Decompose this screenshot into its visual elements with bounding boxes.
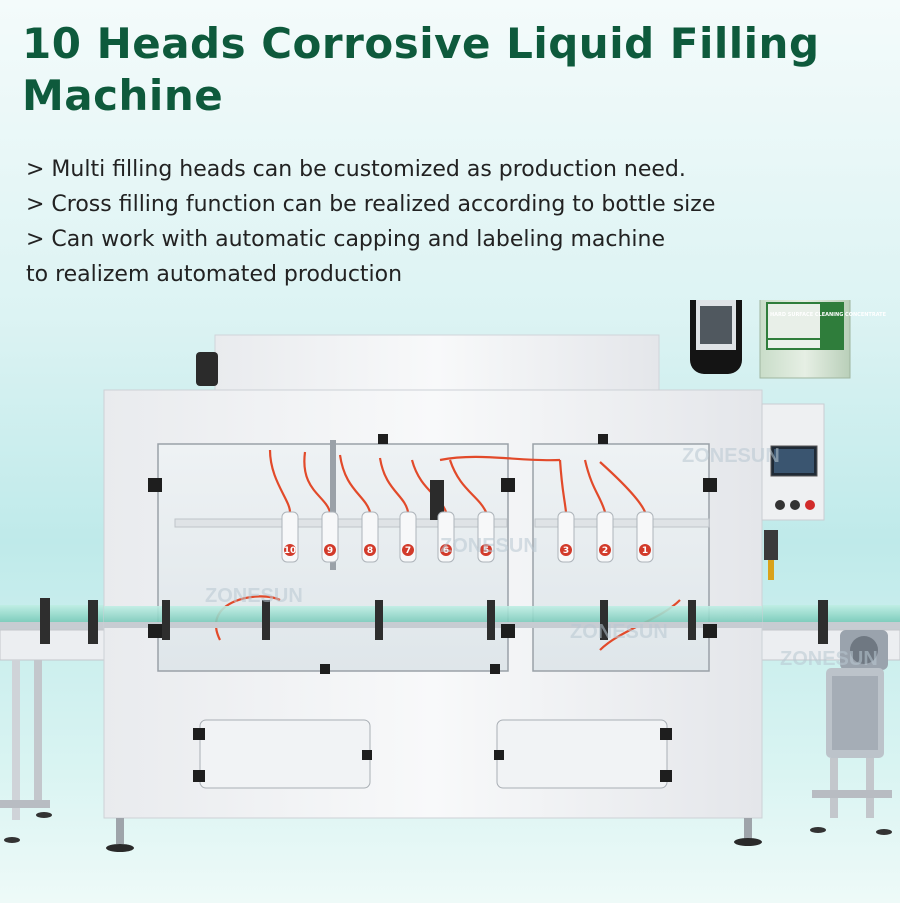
page-title: 10 Heads Corrosive Liquid Filling Machin…: [22, 19, 820, 120]
bottle-guides: [162, 600, 696, 640]
watermark: ZONESUN: [440, 535, 538, 557]
window-hinges: [148, 434, 717, 674]
nozzle: 10: [281, 511, 299, 563]
pipe-inlet: [196, 352, 218, 386]
conveyor-rail: [104, 622, 762, 628]
start-button[interactable]: [775, 500, 785, 510]
nozzle-number: 3: [563, 546, 569, 556]
nozzle: 5: [477, 511, 495, 563]
watermark: ZONESUN: [205, 585, 303, 607]
nozzle-number: 1: [642, 546, 648, 556]
filling-nozzles: 10 9 8 7 6 5 3 2 1: [281, 511, 654, 563]
nozzle-rail-left: [174, 518, 508, 528]
top-housing: [214, 334, 660, 394]
mode-button[interactable]: [790, 500, 800, 510]
main-conveyor-belt: [104, 606, 762, 622]
nozzle-number: 9: [327, 546, 333, 556]
access-door-right: [494, 719, 672, 789]
nozzle-number: 5: [483, 546, 489, 556]
nozzle: 7: [399, 511, 417, 563]
nozzle-rail-right: [534, 518, 710, 528]
machine-feet: [106, 818, 762, 852]
nozzle: 2: [596, 511, 614, 563]
product-label: HARD SURFACE CLEANING CONCENTRATE: [770, 312, 887, 318]
feature-item: > Cross filling function can be realized…: [26, 192, 716, 217]
access-door-left: [193, 719, 372, 789]
product-bottle-black: [690, 300, 742, 374]
feature-item: > Can work with automatic capping and la…: [26, 227, 666, 287]
nozzle-number: 10: [284, 546, 297, 556]
left-conveyor: [0, 598, 111, 843]
nozzle: 6: [437, 511, 455, 563]
nozzle-number: 6: [443, 546, 449, 556]
feature-list: > Multi filling heads can be customized …: [26, 152, 846, 292]
emergency-stop-button[interactable]: [805, 500, 815, 510]
product-jug-cleaner: HARD SURFACE CLEANING CONCENTRATE: [759, 300, 887, 379]
nozzle-number: 8: [367, 546, 373, 556]
watermark: ZONESUN: [780, 648, 878, 670]
nozzle: 9: [321, 511, 339, 563]
nozzle: 3: [557, 511, 575, 563]
nozzle-number: 2: [602, 546, 608, 556]
nozzle: 8: [361, 511, 379, 563]
feature-item: > Multi filling heads can be customized …: [26, 157, 686, 182]
nozzle-number: 7: [405, 546, 411, 556]
control-panel: [761, 403, 825, 580]
watermark: ZONESUN: [570, 621, 668, 643]
filling-machine-illustration: ZONESUN 10 9 8: [0, 300, 900, 852]
right-conveyor: ZONESUN: [759, 600, 900, 835]
nozzle: 1: [636, 511, 654, 563]
watermark: ZONESUN: [682, 445, 780, 467]
